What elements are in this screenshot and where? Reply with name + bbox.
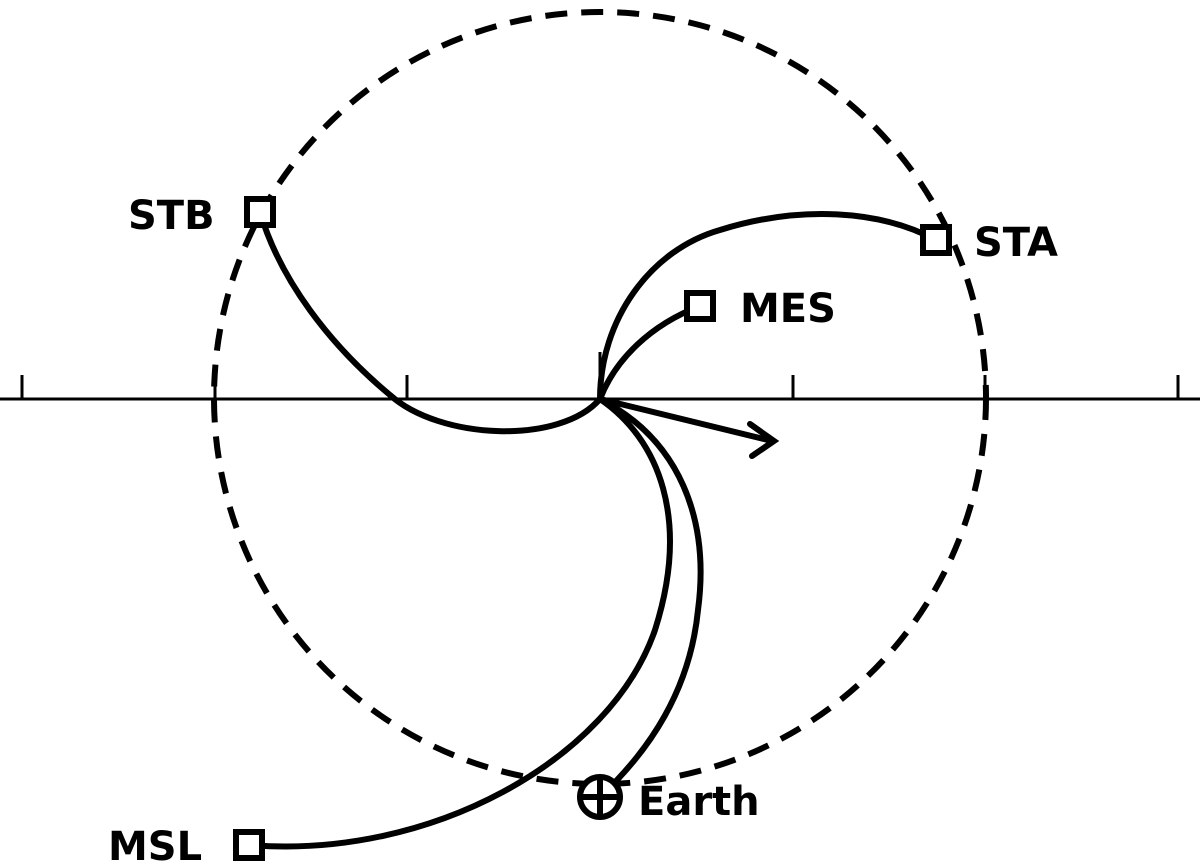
sta-square-marker-icon <box>920 224 952 256</box>
spiral-line-earth <box>597 396 704 800</box>
spiral-line-mes <box>597 303 703 402</box>
label-msl: MSL <box>108 824 202 863</box>
earth-symbol-icon <box>577 774 623 820</box>
msl-square-marker-icon <box>233 829 265 861</box>
label-sta: STA <box>974 220 1058 266</box>
earth-orbit-circle <box>211 9 989 787</box>
spiral-line-msl <box>246 396 673 850</box>
label-mes: MES <box>740 286 836 332</box>
spiral-line-stb <box>257 209 603 435</box>
mes-square-marker-icon <box>684 290 716 322</box>
label-earth: Earth <box>638 779 760 825</box>
spiral-line-sta <box>597 210 939 402</box>
label-stb: STB <box>128 193 215 239</box>
direction-arrow-icon <box>597 396 780 459</box>
stb-square-marker-icon <box>244 196 276 228</box>
